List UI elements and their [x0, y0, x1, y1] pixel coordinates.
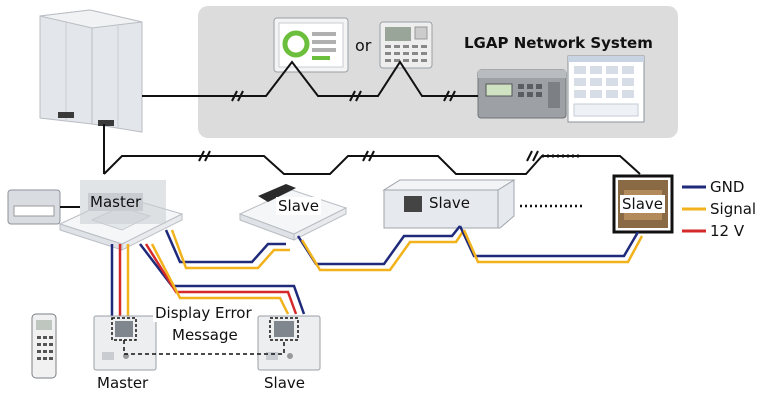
or-label: or [355, 36, 372, 55]
master-controller-label: Master [97, 374, 149, 392]
handheld-remote-icon [31, 313, 57, 379]
software-window-icon [567, 55, 645, 123]
master-wired-controller-icon [93, 315, 157, 371]
network-cable [142, 60, 478, 102]
legend-12v-label: 12 V [710, 222, 745, 240]
slave-controller-label: Slave [264, 374, 305, 392]
error-message-line2: Message [170, 326, 240, 344]
gateway-icon [477, 69, 567, 119]
outdoor-unit-icon [39, 9, 143, 133]
error-display-link [123, 340, 285, 355]
wired-remote-icon [379, 21, 433, 69]
network-title: LGAP Network System [464, 34, 653, 52]
legend-signal-label: Signal [710, 200, 757, 218]
wall-box-icon [7, 189, 80, 225]
touch-controller-icon [273, 17, 349, 73]
legend-gnd-label: GND [710, 178, 745, 196]
power-signal-wiring [110, 225, 644, 318]
slave-unit-3-label: Slave [620, 195, 665, 213]
error-message-line1: Display Error [153, 304, 254, 322]
slave-unit-1-label: Slave [276, 197, 321, 215]
cassette-unit-master-icon [58, 180, 184, 251]
slave-unit-2-label: Slave [427, 194, 472, 212]
indoor-comm-cable [103, 124, 641, 175]
slave-wired-controller-icon [257, 315, 321, 371]
legend [682, 185, 706, 233]
master-unit-label: Master [88, 193, 144, 211]
